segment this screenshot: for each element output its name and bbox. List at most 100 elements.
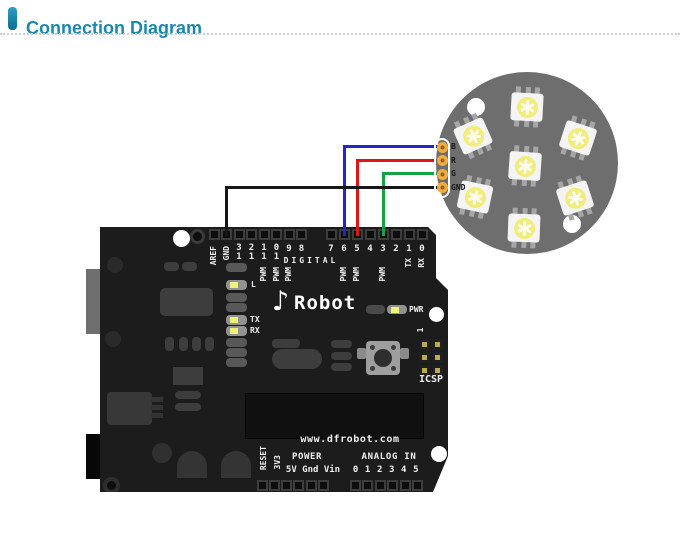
capacitor-dome (177, 451, 207, 478)
module-pad-label-g: G (451, 169, 456, 178)
digital-header-pin (208, 229, 220, 240)
pin-label-aref: AREF (209, 246, 218, 266)
serial-rx-label: RX (417, 258, 426, 268)
component (272, 349, 322, 369)
pin-label-9: 9 (286, 244, 292, 254)
led-glow (513, 217, 535, 239)
black-wire-vertical (225, 186, 228, 236)
resistor (175, 391, 201, 399)
digital-header-pin (403, 229, 415, 240)
dotted-divider (0, 33, 680, 35)
smd-resistor (226, 293, 247, 302)
red-wire-vertical (356, 159, 359, 236)
led-tx-die (230, 317, 238, 323)
analog-heading: ANALOG IN (361, 452, 417, 462)
led-pwr-die (391, 307, 399, 313)
icsp-pin (431, 351, 443, 363)
voltage-regulator (107, 392, 152, 425)
icsp-pin (418, 364, 430, 376)
capacitor (192, 337, 201, 351)
module-mounting-hole (467, 98, 485, 116)
smd-resistor (226, 348, 247, 357)
digital-header-pin (258, 229, 270, 240)
digital-header-pin (246, 229, 257, 240)
icsp-pin-pad (434, 354, 440, 360)
power-pin-labels: 5V Gnd Vin (285, 465, 341, 475)
analog-header-pin (412, 480, 423, 491)
led-glow (515, 95, 539, 119)
via-ring-top-left (190, 229, 205, 244)
resistor (331, 363, 352, 371)
pin-label-3: 3 (380, 244, 386, 254)
analog-header-pin (387, 480, 398, 491)
icsp-pin (431, 364, 443, 376)
dfrobot-logo-text: Robot (294, 292, 357, 314)
led-rx-die (230, 328, 238, 334)
power-header-pin (268, 480, 280, 491)
module-mounting-hole (563, 215, 581, 233)
analog-header-pin (349, 480, 361, 491)
smd-resistor (226, 263, 247, 272)
module-pad-gnd (436, 182, 448, 193)
usb-mount-hole-bottom (105, 331, 121, 347)
analog-header-pin (399, 480, 411, 491)
green-wire-vertical (382, 172, 385, 236)
capacitor (164, 262, 179, 271)
digital-header-pin (416, 229, 428, 240)
module-pad-label-b: B (451, 142, 456, 151)
mounting-hole-right (429, 307, 444, 322)
led-l-label: L (251, 280, 256, 289)
microcontroller-chip (245, 393, 424, 439)
capacitor-dome (221, 451, 251, 478)
component (173, 367, 203, 385)
pin-label-2: 2 (393, 244, 399, 254)
resistor (331, 340, 352, 348)
icsp-pin-pad (421, 341, 427, 347)
digital-header-pin (390, 229, 402, 240)
reset-button-plunger (374, 349, 392, 367)
led-l-die (230, 282, 238, 288)
pwm-label: PWM (352, 267, 361, 282)
power-header-pin (305, 480, 317, 491)
power-header-pin (317, 480, 329, 491)
icsp-pin-pad (434, 367, 440, 373)
power-header-pin (256, 480, 268, 491)
black-wire-horizontal (225, 186, 444, 189)
green-wire-horizontal (382, 172, 444, 175)
module-pad-g (436, 168, 448, 180)
capacitor (205, 337, 214, 351)
led-tx-label: TX (250, 315, 260, 324)
led-pwr (387, 305, 407, 314)
pin-label-0: 0 (419, 244, 425, 254)
icsp-label: ICSP (418, 374, 444, 385)
smd-resistor (226, 338, 247, 347)
rgb-led (507, 207, 541, 249)
pin-label-5: 5 (354, 244, 360, 254)
led-glow-spark (465, 133, 481, 139)
icsp-pin-pad (434, 341, 440, 347)
module-pad-label-r: R (451, 155, 456, 165)
reset-button-corner-pins (370, 345, 375, 350)
module-pad-label-gnd: GND (451, 182, 466, 192)
digital-header-pin (296, 229, 307, 240)
led-glow (513, 154, 537, 178)
reset-button-tab (357, 348, 366, 359)
resistor (331, 352, 352, 360)
pwm-label: PWM (339, 267, 348, 282)
mounting-hole-top-left (173, 230, 190, 247)
usb-mount-hole-top (107, 257, 123, 273)
led-l (226, 280, 247, 290)
icsp-pin (418, 351, 430, 363)
rgb-led (510, 86, 544, 128)
component (272, 339, 300, 348)
pin-label-7: 7 (328, 244, 334, 254)
crystal (160, 288, 213, 316)
dfrobot-logo-glyph: ♪ (272, 286, 290, 317)
led-rx (226, 326, 247, 336)
power-header-pin (293, 480, 304, 491)
digital-label: DIGITAL (283, 256, 339, 265)
